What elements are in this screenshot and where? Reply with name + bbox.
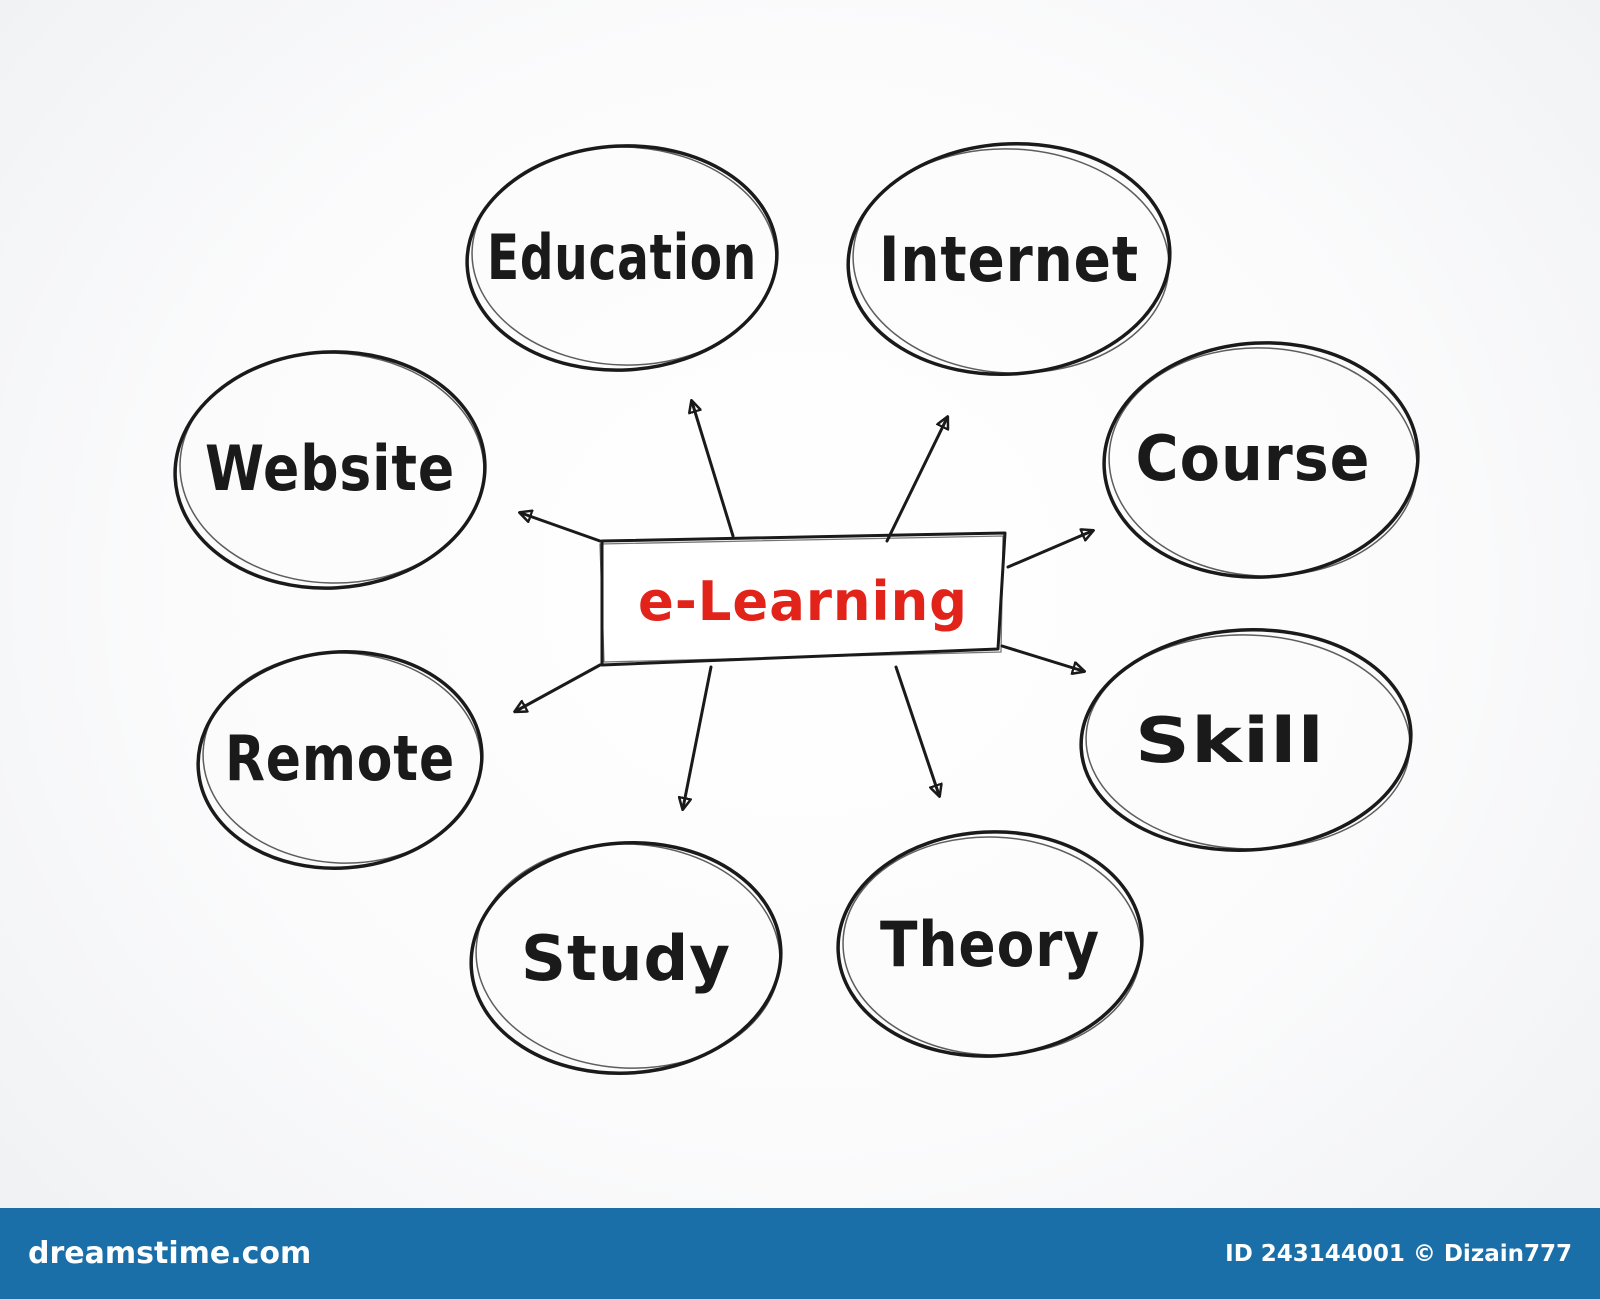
node-study: Study bbox=[469, 841, 783, 1075]
node-remote: Remote bbox=[196, 650, 484, 870]
center-node: e-Learning bbox=[599, 531, 1007, 667]
watermark-logo: dreamstime.com bbox=[28, 1236, 312, 1271]
node-internet: Internet bbox=[846, 141, 1172, 377]
arrow-to-remote bbox=[516, 663, 602, 711]
node-label-internet: Internet bbox=[879, 223, 1139, 296]
node-education: Education bbox=[465, 144, 779, 372]
watermark-credit: ID 243144001 © Dizain777 bbox=[1225, 1240, 1572, 1267]
node-course: Course bbox=[1102, 341, 1420, 579]
mind-map-diagram: Education Internet Website Course Remote… bbox=[173, 141, 1420, 1075]
arrow-to-skill bbox=[1000, 644, 1083, 671]
arrow-to-study bbox=[683, 665, 713, 808]
center-label: e-Learning bbox=[638, 570, 968, 633]
node-label-remote: Remote bbox=[225, 722, 455, 795]
node-label-education: Education bbox=[487, 221, 757, 294]
arrow-to-course bbox=[1006, 531, 1092, 569]
arrow-to-theory bbox=[894, 665, 939, 795]
node-label-course: Course bbox=[1136, 422, 1371, 495]
node-label-skill: Skill bbox=[1135, 704, 1325, 777]
node-label-theory: Theory bbox=[880, 908, 1100, 981]
node-skill: Skill bbox=[1079, 628, 1413, 852]
node-label-study: Study bbox=[521, 922, 731, 995]
node-label-website: Website bbox=[205, 432, 455, 505]
arrow-to-education bbox=[692, 402, 735, 538]
arrow-to-internet bbox=[885, 418, 947, 543]
watermark-bar: dreamstime.com ID 243144001 © Dizain777 bbox=[0, 1208, 1600, 1299]
connector-arrows bbox=[516, 402, 1092, 808]
node-website: Website bbox=[173, 350, 487, 590]
arrow-to-website bbox=[521, 513, 602, 543]
node-theory: Theory bbox=[836, 830, 1144, 1058]
